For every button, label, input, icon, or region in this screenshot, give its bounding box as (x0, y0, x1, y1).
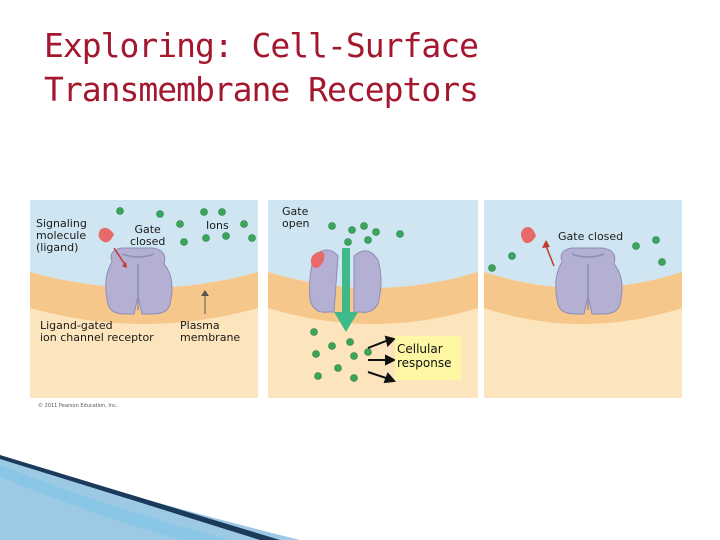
response-arrows (367, 335, 397, 384)
slide-title: Exploring: Cell-Surface Transmembrane Re… (44, 24, 479, 112)
slide-decoration (0, 455, 300, 540)
ions (116, 207, 256, 246)
label-plasma-membrane: Plasma membrane (180, 319, 241, 344)
ions-inside (310, 328, 372, 382)
ligand-molecule (98, 227, 127, 268)
panel-gate-open: Gate open (268, 200, 478, 398)
extracellular-space (484, 200, 682, 288)
label-signaling-molecule: Signaling molecule (ligand) (36, 217, 87, 254)
ion-channel-receptor (105, 247, 173, 315)
ligand-departing (521, 227, 555, 267)
label-gate-open: Gate open (282, 205, 310, 230)
panel-3-illustration (484, 200, 682, 398)
title-line-2: Transmembrane Receptors (44, 70, 479, 109)
ion-flow-arrow (334, 248, 358, 332)
ions-outside (328, 222, 404, 246)
label-ligand-gated-receptor: Ligand-gated ion channel receptor (40, 319, 154, 344)
cellular-response-box: Cellular response (395, 336, 461, 380)
extracellular-space (30, 200, 258, 288)
panel-1-illustration (30, 200, 258, 398)
copyright-notice: © 2011 Pearson Education, Inc. (38, 403, 118, 409)
panel-gate-closed: Signaling molecule (ligand) Gate closed … (30, 200, 258, 398)
membrane-pointer (201, 290, 209, 314)
title-line-1: Exploring: Cell-Surface (44, 26, 479, 65)
label-gate-closed-final: Gate closed (558, 230, 624, 243)
label-gate-closed: Gate closed (130, 223, 166, 248)
ions (488, 236, 666, 272)
label-ions: Ions (206, 219, 229, 232)
panel-2-illustration (268, 200, 478, 398)
ligand-molecule (310, 251, 325, 268)
panel-gate-closed-again: Gate closed (484, 200, 682, 398)
ion-channel-receptor (555, 247, 623, 315)
